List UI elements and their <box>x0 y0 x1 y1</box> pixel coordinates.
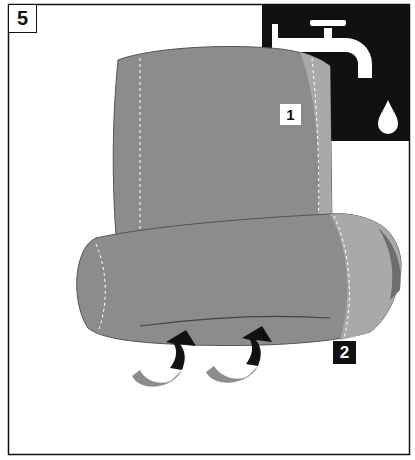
callout-number: 1 <box>280 104 301 125</box>
step-number: 5 <box>8 4 37 33</box>
callout-number: 2 <box>333 341 356 364</box>
